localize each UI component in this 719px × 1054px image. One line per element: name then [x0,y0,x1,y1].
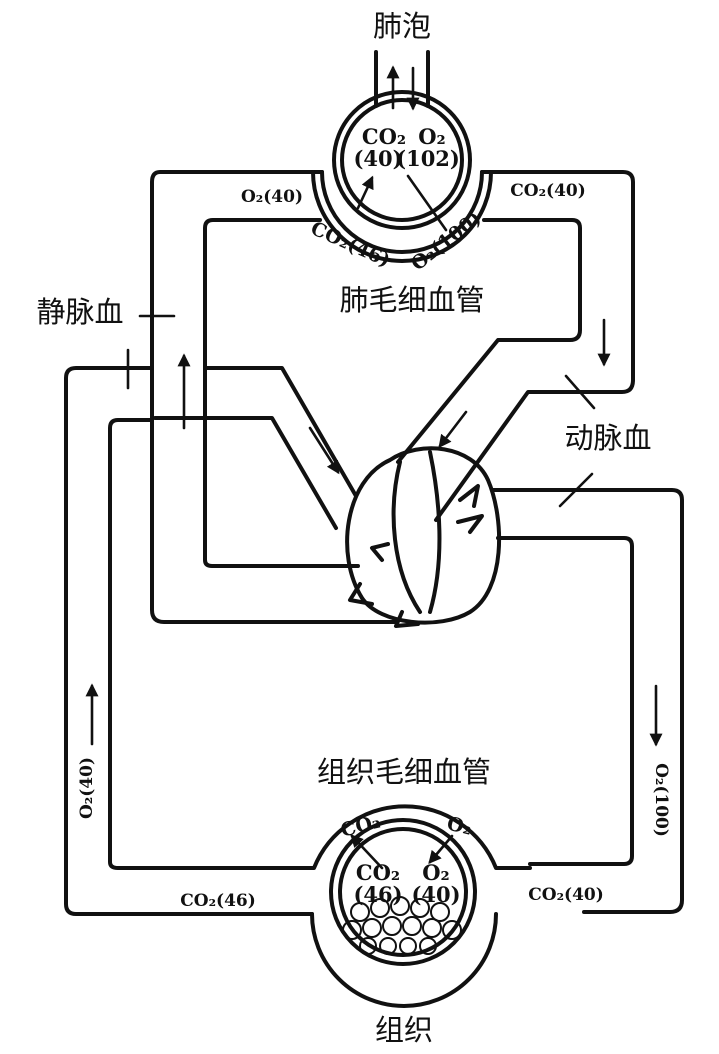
pulmonary-vein-arrow [438,410,468,449]
alveolus-o2-value: (102) [396,146,460,171]
label-lung-capillary: 肺毛细血管 [339,283,484,317]
tissue-right-co2: CO₂(40) [528,885,604,905]
tissue-inner-o2-value: (40) [411,882,460,907]
systemic-right-o2: O₂(100) [651,763,671,837]
pulmonary-artery-arrow [308,426,340,475]
alveolus-co2-value: (40) [353,146,402,171]
lung-alveolus [311,50,493,263]
o2-diffusion-arrow [406,174,448,232]
co2-diffusion-arrow [356,175,374,210]
label-tissue: 组织 [375,1013,433,1047]
arterial-leader-line-top [564,374,596,410]
heart [345,446,502,628]
tissue-o2-arrow [428,834,454,864]
tissue-co2-arrow [350,834,384,870]
tissue-inner-co2-value: (46) [353,882,402,907]
tissue-inner-co2: CO₂ [356,860,400,885]
label-arterial-blood: 动脉血 [564,421,651,455]
pulmonary-loop [150,170,635,624]
tissue-inner-o2: O₂ [422,860,450,885]
lung-right-co2: CO₂(40) [510,181,586,201]
tissue-left-co2: CO₂(46) [180,891,256,911]
tissue-bulb [310,804,532,1008]
arterial-leader-line-bottom [558,472,594,508]
alveolus-co2: CO₂ [362,124,406,149]
label-tissue-capillary: 组织毛细血管 [317,755,491,789]
label-alveolus: 肺泡 [373,9,431,43]
tissue-cells [342,896,462,955]
alveolus-o2: O₂ [418,124,446,149]
systemic-loop [64,366,684,916]
label-venous-blood: 静脉血 [36,295,123,329]
lung-left-o2: O₂(40) [241,187,303,207]
systemic-left-o2: O₂(40) [77,757,97,819]
